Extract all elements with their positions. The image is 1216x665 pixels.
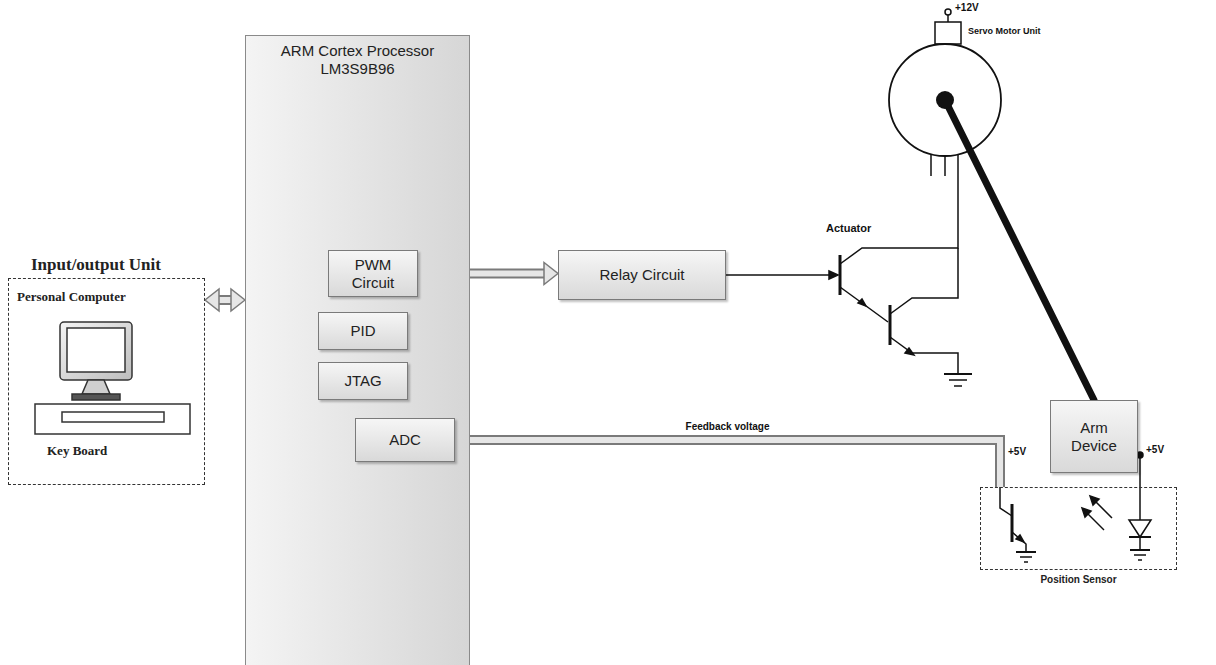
relay-box: Relay Circuit: [558, 250, 726, 300]
node-text: JTAG: [344, 372, 381, 390]
annotation-label: Servo Motor Unit: [968, 26, 1041, 36]
node-text: Key Board: [47, 443, 107, 459]
hollow-arrow: [455, 429, 1000, 487]
node-text: ARM Cortex Processor LM3S9B96: [252, 42, 463, 78]
pwm-box: PWM Circuit: [328, 250, 418, 297]
position-sensor-group: Position Sensor: [980, 487, 1177, 570]
node-text: Arm Device: [1057, 419, 1131, 455]
hollow-arrow: [205, 289, 245, 311]
node-text: ADC: [389, 431, 421, 449]
annotation-label: Actuator: [826, 222, 871, 234]
annotation-label: +5V: [1008, 446, 1026, 457]
node-text: PID: [350, 322, 375, 340]
annotation-label: +5V: [1146, 444, 1164, 455]
node-text: Position Sensor: [981, 574, 1176, 585]
darlington-actuator: [726, 176, 972, 386]
adc-box: ADC: [355, 418, 455, 462]
personal-computer-icon: [35, 322, 190, 434]
pid-box: PID: [318, 312, 408, 350]
motor-hub: [936, 91, 954, 109]
node-text: PWM Circuit: [335, 256, 411, 292]
io-unit-group: Input/output UnitPersonal ComputerKey Bo…: [8, 278, 205, 485]
edge-label: Feedback voltage: [686, 421, 770, 432]
processor-box: ARM Cortex Processor LM3S9B96PWM Circuit…: [245, 35, 470, 665]
jtag-box: JTAG: [318, 362, 408, 400]
arm-device-box: Arm Device: [1050, 400, 1138, 473]
annotation-label: +12V: [955, 2, 979, 13]
node-text: Personal Computer: [17, 289, 126, 305]
node-text: Input/output Unit: [31, 255, 161, 275]
node-text: Relay Circuit: [599, 266, 684, 284]
arm-link: [945, 100, 1094, 400]
